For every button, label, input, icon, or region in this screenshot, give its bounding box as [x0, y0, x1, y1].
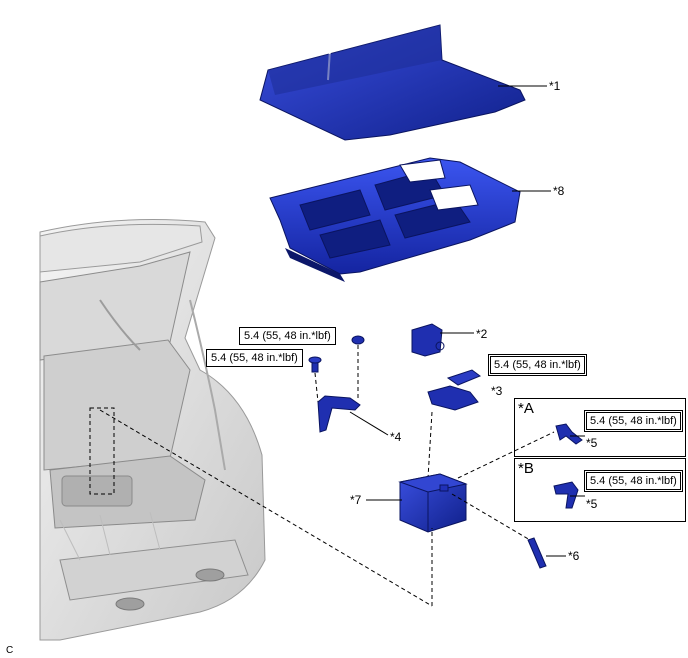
callout-5a: *5: [586, 436, 598, 450]
inset-a-box: [514, 398, 686, 457]
inset-a-label: *A: [518, 400, 534, 417]
figure-code: C: [6, 645, 14, 656]
terminal-cover-part: [411, 323, 445, 357]
terminal-bolt-part: [527, 537, 547, 569]
nut-part: [351, 335, 365, 345]
torque-spec-bolt: 5.4 (55, 48 in.*lbf): [206, 349, 303, 367]
callout-2: *2: [476, 327, 488, 341]
callout-7: *7: [350, 493, 362, 507]
bolt-part: [308, 356, 322, 373]
inset-b-label: *B: [518, 460, 534, 477]
torque-spec-terminal-a: 5.4 (55, 48 in.*lbf): [584, 410, 683, 432]
torque-spec-clamp: 5.4 (55, 48 in.*lbf): [488, 354, 587, 376]
inset-b-box: [514, 458, 686, 522]
callout-1: *1: [549, 79, 561, 93]
location-reference-lines: [89, 407, 555, 607]
battery-hold-down-bracket-part: [317, 395, 361, 433]
deck-board-part: [259, 24, 526, 141]
leader-bolt6: [451, 493, 531, 541]
terminal-a-part: [555, 423, 583, 445]
torque-spec-terminal-b: 5.4 (55, 48 in.*lbf): [584, 470, 683, 492]
leader-bolt: [314, 372, 319, 403]
battery-part: [398, 473, 468, 533]
leader-c4: [349, 411, 389, 436]
torque-spec-nut: 5.4 (55, 48 in.*lbf): [239, 327, 336, 345]
terminal-clamp-part: [427, 369, 482, 411]
terminal-b-part: [553, 481, 579, 509]
callout-3: *3: [491, 384, 503, 398]
leader-clamp: [427, 411, 433, 479]
callout-8: *8: [553, 184, 565, 198]
callout-4: *4: [390, 430, 402, 444]
callout-5b: *5: [586, 497, 598, 511]
callout-6: *6: [568, 549, 580, 563]
vehicle-rear-illustration: [39, 219, 266, 641]
deck-tray-part: [269, 157, 521, 282]
